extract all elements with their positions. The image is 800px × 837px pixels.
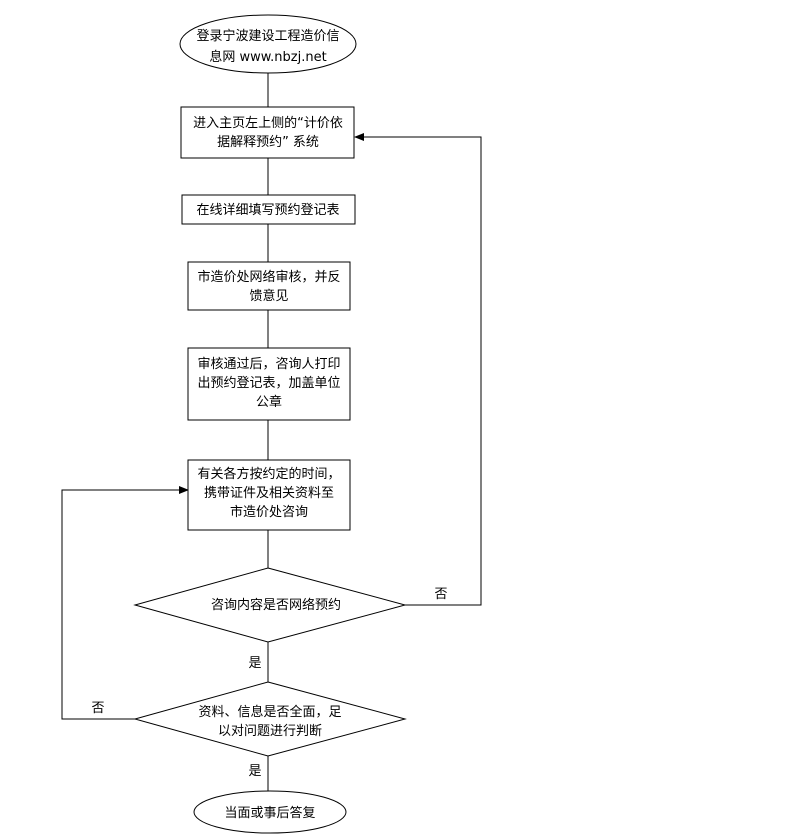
decision-online-booking [133,567,407,643]
edge-label-check1-yes: 是 [248,656,261,671]
loop-check2-no-to-step5 [61,486,189,720]
start-node [179,14,357,74]
step-fill-form [181,194,356,225]
step-enter-system-line-1: 进入主页左上侧的“计价依 [193,115,343,131]
edge-label-check2-yes: 是 [248,764,261,779]
step-print-form-line-2: 出预约登记表，加盖单位 [197,376,340,391]
step-online-review-line-1: 市造价处网络审核，并反 [197,269,340,285]
start-node-line-2: 息网 www.nbzj.net [209,49,326,65]
step-enter-system [180,106,355,159]
step-online-review-line-2: 馈意见 [249,288,288,304]
step-onsite-consult [187,459,351,531]
decision-online-booking-line-1: 咨询内容是否网络预约 [211,597,341,613]
step-onsite-consult-line-1: 有关各方按约定的时间， [197,466,340,482]
step-onsite-consult-line-2: 携带证件及相关资料至 [204,485,334,501]
step-print-form-line-1: 审核通过后，咨询人打印 [197,357,340,372]
step-enter-system-line-2: 据解释预约” 系统 [217,135,319,150]
loop-check1-no-to-step1 [354,133,482,606]
step-onsite-consult-line-3: 市造价处咨询 [230,504,308,520]
end-node-line-1: 当面或事后答复 [224,805,315,821]
decision-info-complete-line-1: 资料、信息是否全面，足 [198,704,341,720]
decision-info-complete [133,681,407,757]
edge-label-check1-no: 否 [434,587,447,602]
start-node-line-1: 登录宁波建设工程造价信 [196,28,339,44]
step-fill-form-line-1: 在线详细填写预约登记表 [196,203,339,218]
end-node [193,790,347,834]
step-print-form [187,347,351,421]
decision-info-complete-line-2: 以对问题进行判断 [218,724,322,739]
step-online-review [187,261,351,311]
edge-label-check2-no: 否 [91,701,104,716]
step-print-form-line-3: 公章 [256,394,282,410]
